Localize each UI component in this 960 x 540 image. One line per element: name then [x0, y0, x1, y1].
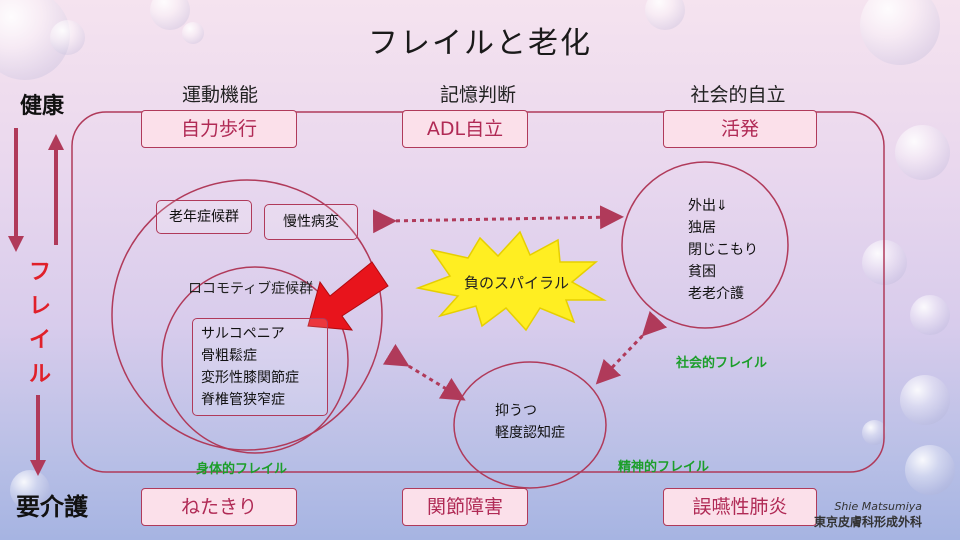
box-joint-disorder: 関節障害	[402, 488, 528, 526]
label-negative-spiral: 負のスパイラル	[464, 274, 570, 292]
decorative-bubble	[50, 20, 85, 55]
label-social-frailty: 社会的フレイル	[676, 356, 768, 371]
dotted-double-arrow	[382, 343, 466, 401]
watermark-name: Shie Matsumiya	[834, 500, 922, 513]
social-item: 外出⇓	[688, 198, 728, 214]
down-arrow-icon	[30, 395, 46, 476]
header-social-independence: 社会的自立	[690, 84, 786, 106]
social-item: 閉じこもり	[688, 242, 758, 258]
spiral-burst-shape	[415, 230, 607, 332]
frailty-char: フ	[28, 260, 51, 285]
frailty-char: ル	[28, 362, 51, 387]
box-adl-independent: ADL自立	[402, 110, 528, 148]
decorative-bubble	[860, 0, 940, 65]
box-independent-walking: 自力歩行	[141, 110, 297, 148]
physical-frailty-circle	[111, 179, 383, 451]
condition-item: 骨粗鬆症	[201, 348, 257, 364]
mental-item: 抑うつ	[495, 403, 537, 419]
header-motor-function: 運動機能	[181, 84, 258, 106]
label-locomotive-syndrome: ロコモティブ症候群	[188, 281, 314, 297]
label-care-required: 要介護	[16, 493, 88, 521]
watermark-clinic: 東京皮膚科形成外科	[813, 515, 922, 529]
up-arrow-icon	[48, 134, 64, 245]
box-active: 活発	[663, 110, 817, 148]
down-arrow-icon	[8, 128, 24, 252]
mental-frailty-list: 抑うつ 軽度認知症	[495, 400, 565, 444]
box-aspiration-pneumonia: 誤嚥性肺炎	[663, 488, 817, 526]
mental-frailty-circle	[453, 361, 607, 489]
decorative-bubble	[862, 420, 887, 445]
box-chronic-disease: 慢性病変	[264, 204, 358, 240]
label-physical-frailty: 身体的フレイル	[196, 462, 288, 477]
social-item: 貧困	[688, 264, 716, 280]
decorative-bubble	[900, 375, 950, 425]
condition-item: 脊椎管狭窄症	[201, 392, 285, 408]
box-bedridden: ねたきり	[141, 488, 297, 526]
social-item: 独居	[688, 220, 716, 236]
decorative-bubble	[10, 470, 50, 510]
box-locomotive-conditions: サルコペニア 骨粗鬆症 変形性膝関節症 脊椎管狭窄症	[192, 318, 328, 416]
social-frailty-list: 外出⇓ 独居 閉じこもり 貧困 老老介護	[688, 195, 758, 305]
social-frailty-circle	[621, 161, 789, 329]
social-item: 老老介護	[688, 286, 744, 302]
condition-item: サルコペニア	[201, 326, 285, 342]
dotted-double-arrow	[595, 310, 668, 385]
label-healthy: 健康	[20, 94, 65, 119]
decorative-bubble	[182, 22, 204, 44]
decorative-bubble	[910, 295, 950, 335]
frailty-char: イ	[28, 328, 51, 353]
red-arrow-icon	[307, 261, 389, 331]
condition-item: 変形性膝関節症	[201, 370, 299, 386]
box-geriatric-syndrome: 老年症候群	[156, 200, 252, 234]
decorative-bubble	[895, 125, 950, 180]
frailty-char: レ	[28, 294, 51, 319]
locomotive-circle	[161, 266, 349, 454]
mental-item: 軽度認知症	[495, 425, 565, 441]
dotted-double-arrow	[372, 205, 624, 234]
label-mental-frailty: 精神的フレイル	[618, 460, 710, 475]
label-frailty-vertical: フ レ イ ル	[20, 256, 60, 392]
decorative-bubble	[905, 445, 955, 495]
header-memory-judgment: 記憶判断	[439, 84, 516, 106]
page-title: フレイルと老化	[368, 26, 592, 61]
watermark: Shie Matsumiya 東京皮膚科形成外科	[814, 500, 922, 530]
